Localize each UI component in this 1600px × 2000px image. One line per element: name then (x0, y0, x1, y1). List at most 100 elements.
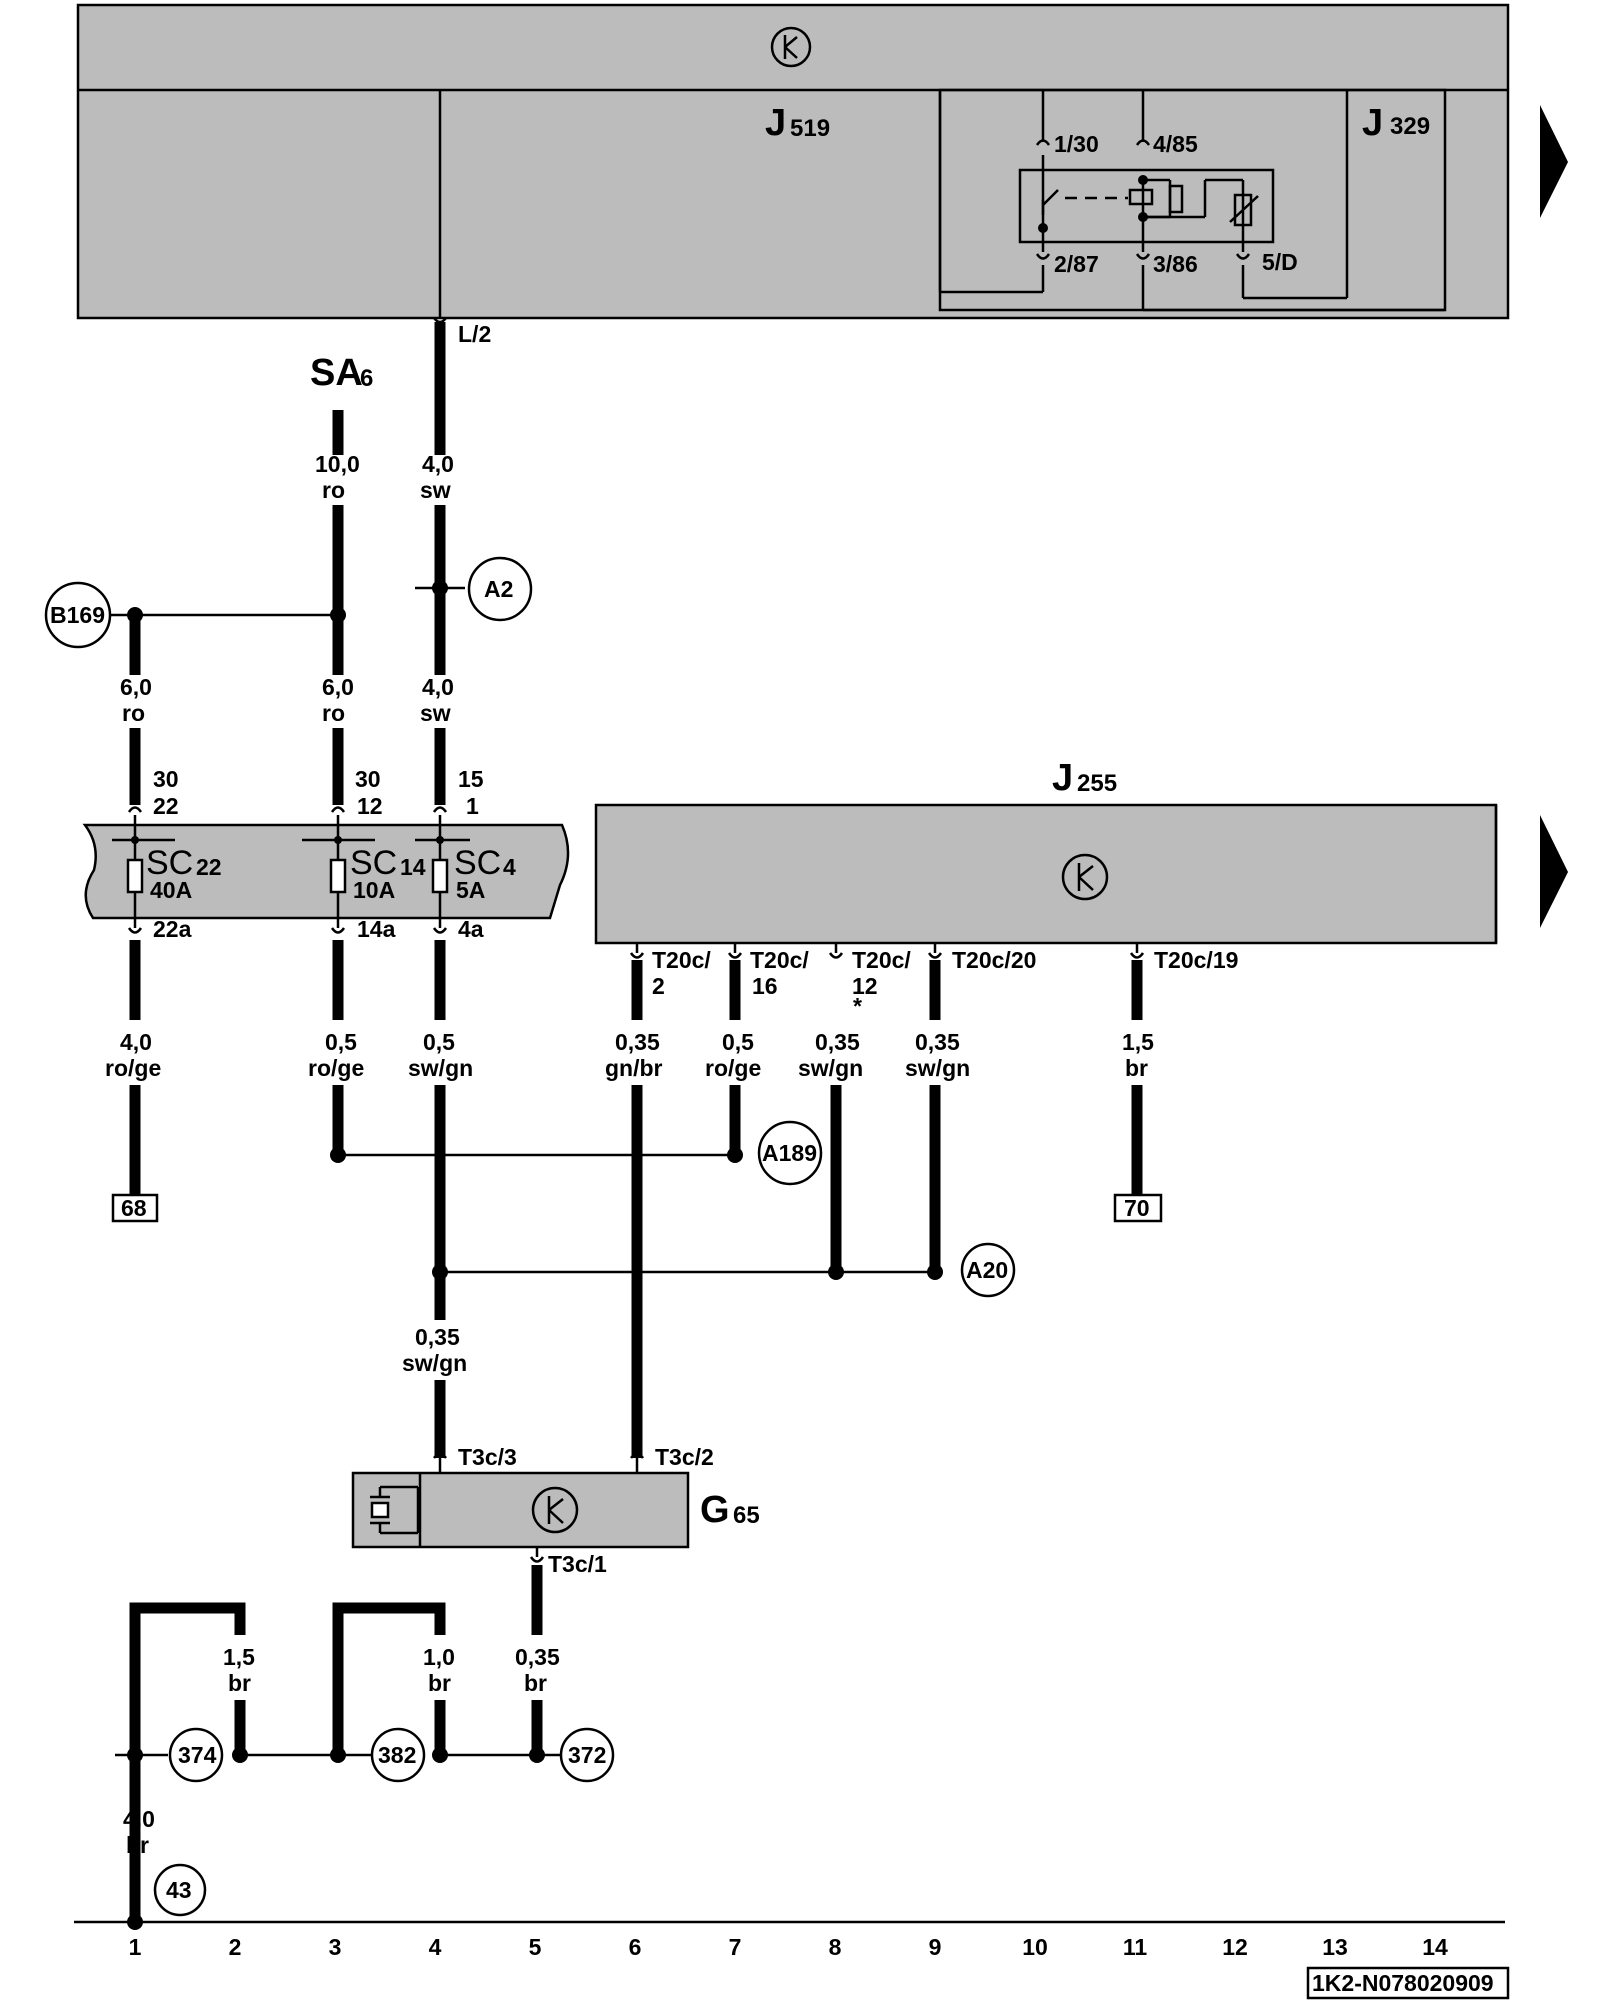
sc14-pin-out: 14a (357, 916, 396, 942)
pin-t20c-2-b: 2 (652, 973, 665, 999)
sc14-pin-in-b: 12 (357, 793, 383, 819)
g65-label: G (700, 1489, 730, 1531)
pin-t3c-1: T3c/1 (548, 1551, 607, 1577)
sc22-rating: 40A (150, 877, 192, 903)
j329-sub: 329 (1390, 113, 1430, 140)
wire-t2-size: 0,35 (615, 1029, 660, 1055)
wire-t19-color: br (1125, 1055, 1148, 1081)
pin-t20c-16-a: T20c/ (750, 947, 809, 973)
wire-b169-size: 6,0 (120, 674, 152, 700)
continuation-arrow-top (1540, 105, 1568, 218)
sc14-rating: 10A (353, 877, 395, 903)
relay-pin-4-85: 4/85 (1153, 131, 1198, 157)
svg-text:374: 374 (178, 1742, 217, 1768)
connector-a189 (757, 1120, 823, 1186)
sa6-label: SA (310, 352, 363, 394)
wire-gnd2-color: br (228, 1670, 251, 1696)
pin-t3c-2: T3c/2 (655, 1444, 714, 1470)
sc22-pin-in-b: 22 (153, 793, 179, 819)
track-number: 4 (429, 1934, 442, 1960)
relay-pin-3-86: 3/86 (1153, 251, 1198, 277)
ref-68 (111, 1193, 159, 1223)
wire-t20-size: 0,35 (915, 1029, 960, 1055)
relay-pin-5-d: 5/D (1262, 249, 1298, 275)
wire-gnd1-color: br (126, 1832, 149, 1858)
wire-a2-size: 4,0 (422, 674, 454, 700)
wire-22a-size: 4,0 (120, 1029, 152, 1055)
wire-sa6-color: ro (322, 477, 345, 503)
ground-382 (370, 1727, 426, 1783)
wire-b169-color: ro (122, 700, 145, 726)
wire-22a-color: ro/ge (105, 1055, 161, 1081)
track-number: 13 (1322, 1934, 1348, 1960)
svg-text:382: 382 (378, 1742, 416, 1768)
svg-text:A189: A189 (762, 1140, 817, 1166)
j519-control-unit-icon (770, 26, 812, 68)
wire-4a-size: 0,5 (423, 1029, 455, 1055)
continuation-arrow-middle (1540, 815, 1568, 928)
j255-module-box (594, 803, 1498, 945)
diagram-code: 1K2-N078020909 (1312, 1970, 1494, 1996)
track-number: 14 (1422, 1934, 1448, 1960)
ref-70 (1113, 1193, 1163, 1223)
sc4-pin-in-b: 1 (466, 793, 479, 819)
wire-gnd4-size: 1,0 (423, 1644, 455, 1670)
pin-t20c-12-star: * (853, 993, 862, 1019)
wire-t12-size: 0,35 (815, 1029, 860, 1055)
j255-sub: 255 (1077, 770, 1117, 797)
pin-l2: L/2 (458, 321, 491, 347)
sc14-sub: 14 (400, 854, 426, 880)
svg-text:70: 70 (1124, 1195, 1150, 1221)
svg-text:B169: B169 (50, 602, 105, 628)
pin-t20c-12-b: 12 (852, 973, 878, 999)
diagram-code-box (1306, 1966, 1510, 2000)
pin-t20c-2-a: T20c/ (652, 947, 711, 973)
ground-372 (559, 1727, 615, 1783)
wire-sa6-branch-color: ro (322, 700, 345, 726)
j255-label: J (1052, 757, 1073, 799)
track-number: 7 (729, 1934, 742, 1960)
track-number: 2 (229, 1934, 242, 1960)
wire-t12-color: sw/gn (798, 1055, 863, 1081)
pin-t20c-12-a: T20c/ (852, 947, 911, 973)
wire-l2-color: sw (420, 477, 451, 503)
svg-text:43: 43 (166, 1877, 192, 1903)
wire-sa6-branch-size: 6,0 (322, 674, 354, 700)
sc4-pin-in-a: 15 (458, 766, 484, 792)
track-number: 10 (1022, 1934, 1048, 1960)
sc14-fuse (302, 815, 375, 928)
wire-a2-color: sw (420, 700, 451, 726)
ground-374 (168, 1727, 224, 1783)
wire-gnd4-color: br (428, 1670, 451, 1696)
svg-text:A2: A2 (484, 576, 513, 602)
connector-a20 (960, 1242, 1016, 1298)
j329-label: J (1362, 102, 1383, 144)
connector-a2 (467, 556, 533, 622)
track-number: 3 (329, 1934, 342, 1960)
track-number: 12 (1222, 1934, 1248, 1960)
g65-sensor-box (351, 1471, 690, 1549)
j329-relay (938, 88, 1447, 312)
svg-text:68: 68 (121, 1195, 147, 1221)
wire-4a-color: sw/gn (408, 1055, 473, 1081)
wire-g65-in-size: 0,35 (415, 1324, 460, 1350)
ground-43 (153, 1863, 207, 1917)
wire-g65-in-color: sw/gn (402, 1350, 467, 1376)
svg-text:372: 372 (568, 1742, 606, 1768)
wire-t19-size: 1,5 (1122, 1029, 1154, 1055)
sc14-pin-in-a: 30 (355, 766, 381, 792)
pin-t20c-20: T20c/20 (952, 947, 1036, 973)
wire-gnd1-size: 4,0 (123, 1806, 155, 1832)
sc22-pin-out: 22a (153, 916, 192, 942)
wire-14a-color: ro/ge (308, 1055, 364, 1081)
track-number: 11 (1123, 1934, 1148, 1960)
wire-14a-size: 0,5 (325, 1029, 357, 1055)
g65-sub: 65 (733, 1502, 760, 1529)
g65-control-unit-icon (531, 1486, 579, 1534)
j255-control-unit-icon (1061, 853, 1109, 901)
pin-t3c-3: T3c/3 (458, 1444, 517, 1470)
pin-t20c-19: T20c/19 (1154, 947, 1238, 973)
sc22-fuse (112, 815, 175, 928)
